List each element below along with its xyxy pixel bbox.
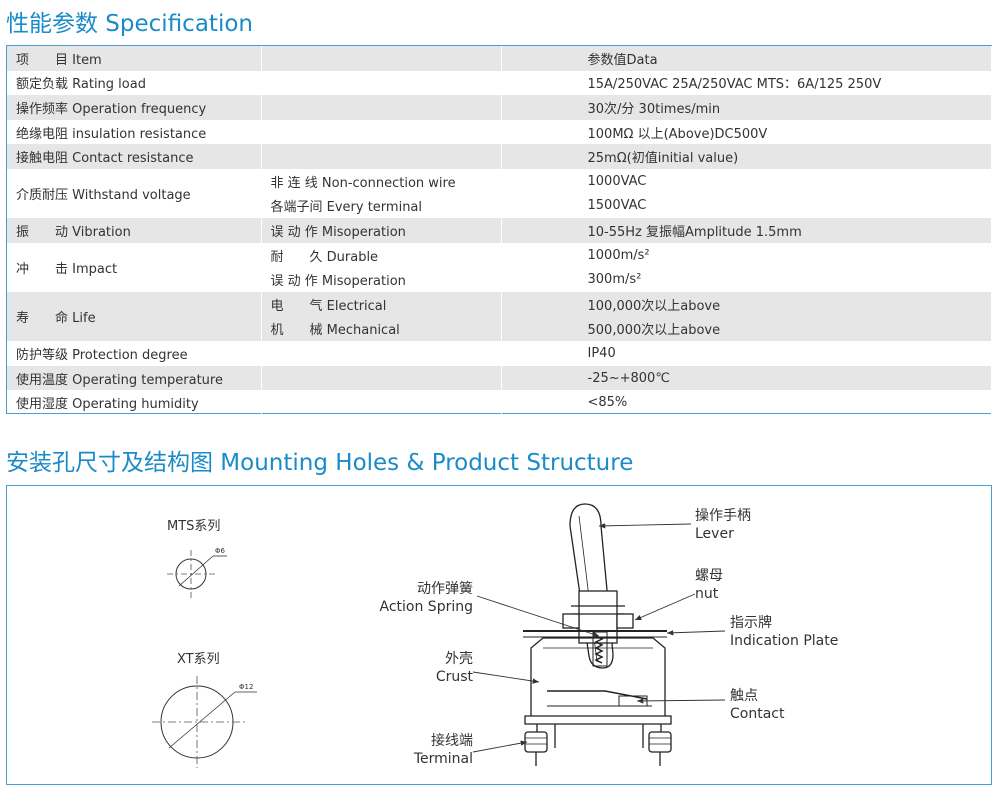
spec-subitem bbox=[261, 70, 502, 96]
spec-row: 使用温度 Operating temperature -25~+800℃ bbox=[7, 365, 992, 391]
part-label-plate-cn: 指示牌 bbox=[730, 614, 772, 631]
spec-row: 接触电阻 Contact resistance 25mΩ(初值initial v… bbox=[7, 144, 992, 169]
spec-value: <85% bbox=[501, 390, 992, 415]
spec-item-merged: 冲 击 Impact bbox=[7, 242, 262, 292]
mts-diameter-label: Φ6 bbox=[215, 547, 226, 555]
spec-value: 25mΩ(初值initial value) bbox=[501, 144, 992, 169]
spec-item: 防护等级 Protection degree bbox=[7, 341, 262, 366]
spec-row: 额定负载 Rating load 15A/250VAC 25A/250VAC MT… bbox=[7, 70, 992, 96]
part-label-contact-en: Contact bbox=[730, 706, 785, 722]
spec-value: 1000VAC bbox=[501, 168, 992, 194]
spec-subitem: 各端子间 Every terminal bbox=[261, 193, 502, 219]
spec-value: 100MΩ 以上(Above)DC500V bbox=[501, 119, 992, 145]
spec-item: 操作频率 Operation frequency bbox=[7, 95, 262, 120]
part-label-terminal-cn: 接线端 bbox=[431, 732, 473, 749]
spec-subitem bbox=[261, 390, 502, 415]
part-label-crust-en: Crust bbox=[436, 669, 474, 685]
xt-hole-drawing: XT系列 Φ12 bbox=[152, 652, 257, 768]
part-label-terminal-en: Terminal bbox=[413, 751, 473, 767]
spec-item: 绝缘电阻 insulation resistance bbox=[7, 119, 262, 145]
part-label-contact-cn: 触点 bbox=[730, 688, 758, 704]
spec-value: 30次/分 30times/min bbox=[501, 95, 992, 120]
spec-value: IP40 bbox=[501, 341, 992, 366]
spec-item: 使用温度 Operating temperature bbox=[7, 365, 262, 391]
spec-value: 10-55Hz 复振幅Amplitude 1.5mm bbox=[501, 218, 992, 243]
spec-item-merged: 介质耐压 Withstand voltage bbox=[7, 168, 262, 219]
spec-item: 额定负载 Rating load bbox=[7, 70, 262, 96]
spec-subitem: 非 连 线 Non-connection wire bbox=[261, 168, 502, 194]
spec-row: 绝缘电阻 insulation resistance 100MΩ 以上(Above… bbox=[7, 119, 992, 145]
spec-value: -25~+800℃ bbox=[501, 365, 992, 391]
part-label-lever-cn: 操作手柄 bbox=[695, 508, 751, 524]
spec-subitem bbox=[261, 365, 502, 391]
spec-value: 500,000次以上above bbox=[501, 316, 992, 342]
mts-series-label: MTS系列 bbox=[167, 519, 220, 534]
spec-subitem: 机 械 Mechanical bbox=[261, 316, 502, 342]
mounting-heading: 安装孔尺寸及结构图 Mounting Holes & Product Struc… bbox=[6, 450, 634, 476]
spec-subitem bbox=[261, 144, 502, 169]
spec-subitem: 误 动 作 Misoperation bbox=[261, 267, 502, 292]
spec-subitem: 耐 久 Durable bbox=[261, 242, 502, 268]
spec-row: 项 目 Item 参数值Data bbox=[7, 46, 992, 71]
specification-heading: 性能参数 Specification bbox=[6, 11, 253, 37]
spec-subitem bbox=[261, 341, 502, 366]
specification-table: 项 目 Item 参数值Data 额定负载 Rating load 15A/250VA… bbox=[7, 46, 992, 415]
product-structure-drawing bbox=[523, 503, 672, 766]
spec-row: 防护等级 Protection degree IP40 bbox=[7, 341, 992, 366]
specification-table-frame: 项 目 Item 参数值Data 额定负载 Rating load 15A/250VA… bbox=[6, 45, 992, 415]
spec-row: 操作频率 Operation frequency 30次/分 30times/m… bbox=[7, 95, 992, 120]
spec-subitem: 电 气 Electrical bbox=[261, 291, 502, 317]
xt-series-label: XT系列 bbox=[177, 652, 220, 667]
spec-value: 参数值Data bbox=[501, 46, 992, 71]
spec-row: 使用湿度 Operating humidity <85% bbox=[7, 390, 992, 415]
mts-hole-drawing: MTS系列 Φ6 bbox=[167, 519, 227, 598]
spec-subitem bbox=[261, 119, 502, 145]
spec-value: 15A/250VAC 25A/250VAC MTS：6A/125 250V bbox=[501, 70, 992, 96]
part-label-spring-en: Action Spring bbox=[380, 599, 473, 615]
xt-diameter-label: Φ12 bbox=[239, 683, 253, 691]
spec-item: 振 动 Vibration bbox=[7, 218, 262, 243]
spec-row: 机 械 Mechanical 500,000次以上above bbox=[7, 316, 992, 342]
mounting-diagram: MTS系列 Φ6 XT系列 Φ12 bbox=[152, 503, 838, 768]
part-label-spring-cn: 动作弹簧 bbox=[417, 581, 473, 597]
spec-item: 项 目 Item bbox=[7, 46, 262, 71]
spec-subitem bbox=[261, 46, 502, 71]
spec-value: 300m/s² bbox=[501, 267, 992, 292]
spec-subitem: 误 动 作 Misoperation bbox=[261, 218, 502, 243]
part-label-lever-en: Lever bbox=[695, 526, 734, 542]
spec-item: 使用湿度 Operating humidity bbox=[7, 390, 262, 415]
spec-value: 1000m/s² bbox=[501, 242, 992, 268]
mounting-diagram-frame: MTS系列 Φ6 XT系列 Φ12 bbox=[6, 485, 992, 785]
spec-item-merged: 寿 命 Life bbox=[7, 291, 262, 342]
part-label-nut-cn: 螺母 bbox=[695, 568, 723, 584]
part-label-plate-en: Indication Plate bbox=[730, 633, 838, 649]
part-label-crust-cn: 外壳 bbox=[445, 650, 473, 667]
spec-value: 1500VAC bbox=[501, 193, 992, 219]
spec-item: 接触电阻 Contact resistance bbox=[7, 144, 262, 169]
spec-value: 100,000次以上above bbox=[501, 291, 992, 317]
spec-subitem bbox=[261, 95, 502, 120]
part-label-nut-en: nut bbox=[695, 586, 719, 602]
